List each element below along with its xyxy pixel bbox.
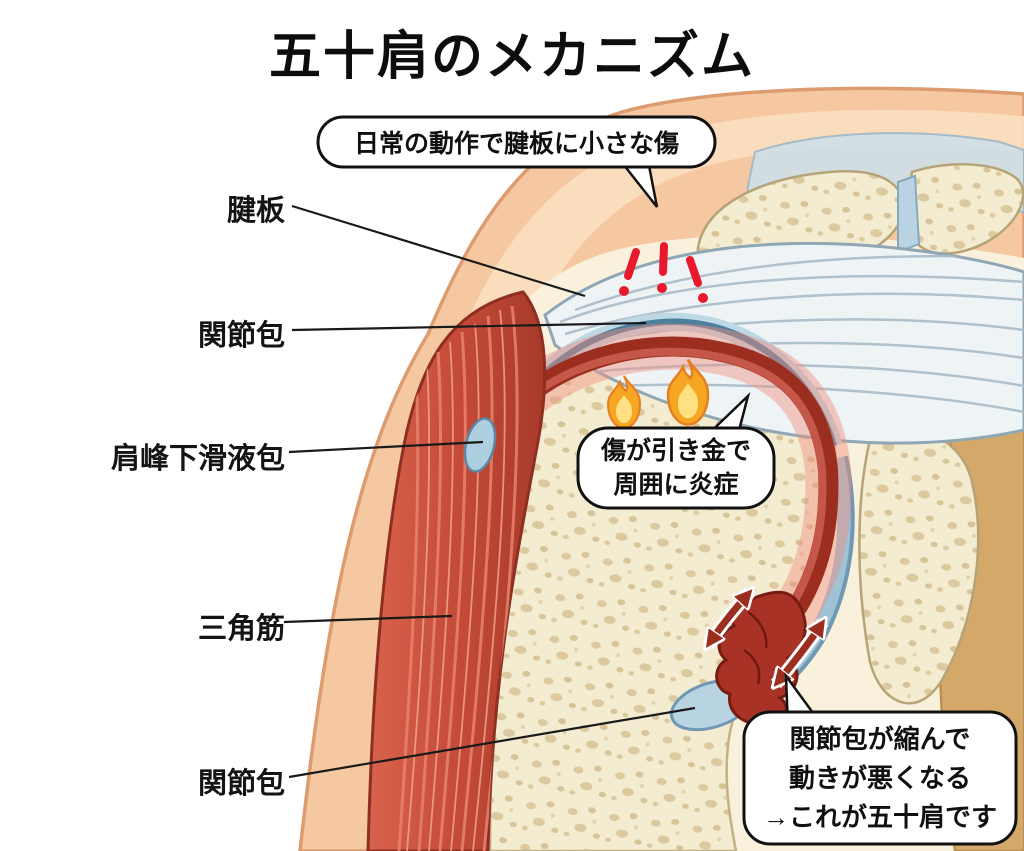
callout-daily-injury-text: 日常の動作で腱板に小さな傷 (353, 130, 679, 158)
inflamed-joint-capsule (497, 323, 852, 629)
label-joint-capsule-bottom: 関節包 (197, 768, 285, 800)
label-joint-capsule-top: 関節包 (197, 320, 285, 352)
label-deltoid: 三角筋 (197, 613, 285, 645)
callout-frozen-line3: →これが五十肩です (762, 801, 997, 832)
page-title: 五十肩のメカニズム (268, 28, 755, 86)
callout-inflammation: 傷が引き金で 周囲に炎症 (578, 428, 774, 508)
speech-bubble-shapes (316, 115, 1018, 846)
callout-frozen-line1: 関節包が縮んで (789, 723, 971, 754)
callout-frozen-line2: 動きが悪くなる (788, 762, 971, 793)
callout-daily-injury: 日常の動作で腱板に小さな傷 (318, 117, 715, 167)
label-leader-lines (283, 204, 696, 779)
subacromial-bursa (463, 417, 497, 473)
restricted-motion-arrow-icon (708, 592, 829, 684)
label-rotator-cuff: 腱板 (226, 195, 285, 227)
flame-icon (606, 358, 710, 430)
injury-burst-icon (619, 242, 708, 303)
scapula-bone (858, 427, 980, 705)
callout-inflammation-line1: 傷が引き金で (600, 437, 751, 465)
callout-inflammation-line2: 周囲に炎症 (613, 471, 739, 499)
label-subacromial-bursa: 肩峰下滑液包 (110, 443, 285, 475)
callout-frozen-shoulder: 関節包が縮んで 動きが悪くなる →これが五十肩です (744, 712, 1016, 844)
